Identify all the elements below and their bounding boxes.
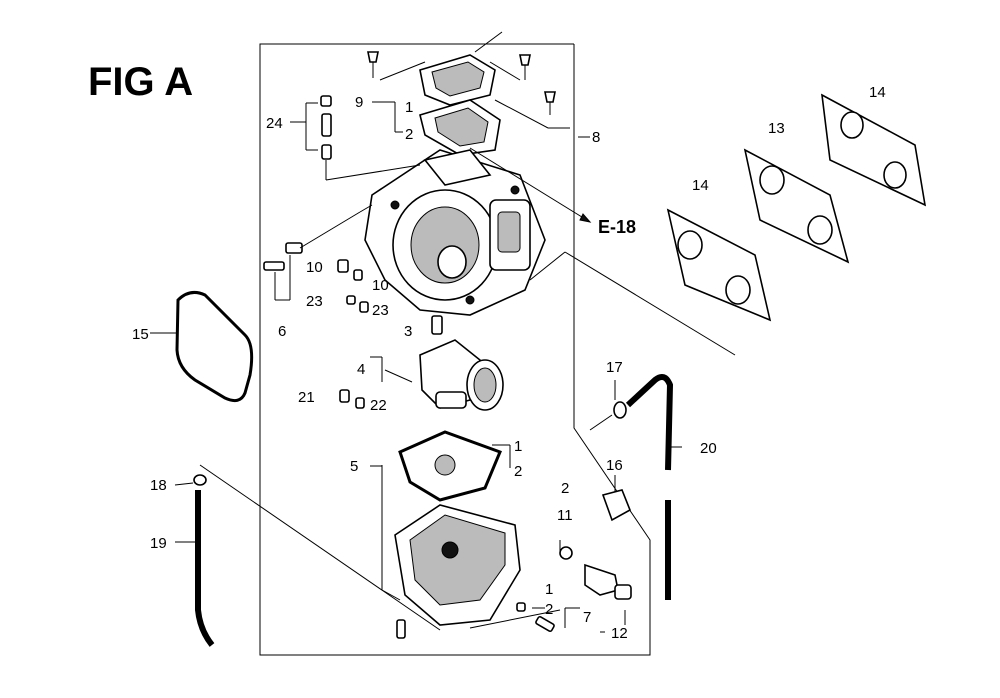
callout-12: 12	[611, 625, 628, 642]
top-cover-plate	[419, 54, 501, 156]
insulator-gasket-upper	[821, 93, 927, 207]
callout-1: 1	[514, 438, 522, 455]
callout-14: 14	[869, 84, 886, 101]
tube-clip	[613, 401, 627, 419]
float-assembly	[384, 339, 504, 411]
callouts: 9 1 2 8 24 10 10 23 23 6 3 4 21 22 15 5 …	[132, 84, 886, 642]
carburetor-body	[364, 149, 546, 316]
callout-10: 10	[372, 277, 389, 294]
drain-screw	[584, 563, 632, 600]
callout-18: 18	[150, 477, 167, 494]
callout-23: 23	[306, 293, 323, 310]
leader-lines	[150, 101, 682, 633]
callout-11: 11	[557, 507, 573, 524]
figure-title: FIG A	[88, 60, 193, 104]
callout-17: 17	[606, 359, 623, 376]
callout-7: 7	[583, 609, 591, 626]
float-bowl	[394, 504, 521, 639]
callout-2: 2	[545, 601, 553, 618]
callout-2: 2	[561, 480, 569, 497]
drain-tube	[195, 490, 215, 647]
callout-1: 1	[405, 99, 413, 116]
arrow-icon	[579, 213, 592, 223]
screw-21	[339, 389, 350, 403]
callout-6: 6	[278, 323, 286, 340]
callout-24: 24	[266, 115, 283, 132]
callout-19: 19	[150, 535, 167, 552]
needle-jet-parts	[320, 95, 332, 160]
callout-20: 20	[700, 440, 717, 457]
assembly-frame	[259, 43, 651, 656]
callout-10: 10	[306, 259, 323, 276]
drain-clip	[193, 474, 207, 486]
callout-1: 1	[545, 581, 553, 598]
callout-8: 8	[592, 129, 600, 146]
o-ring	[175, 290, 254, 403]
washer	[559, 546, 573, 560]
screw-parts	[263, 242, 369, 313]
insulator-gasket-lower	[666, 208, 772, 322]
insulator-plate	[743, 148, 850, 264]
reference-e18: E-18	[598, 217, 636, 237]
tube-clamp	[601, 489, 632, 522]
callout-13: 13	[768, 120, 785, 137]
callout-21: 21	[298, 389, 315, 406]
cover-screws	[367, 51, 556, 115]
screw-22	[355, 397, 365, 409]
callout-5: 5	[350, 458, 358, 475]
callout-2: 2	[514, 463, 522, 480]
air-screw	[535, 615, 555, 633]
callout-22: 22	[370, 397, 387, 414]
callout-2: 2	[405, 126, 413, 143]
callout-15: 15	[132, 326, 149, 343]
vent-tube	[625, 373, 674, 471]
callout-14: 14	[692, 177, 709, 194]
callout-9: 9	[355, 94, 363, 111]
callout-16: 16	[606, 457, 623, 474]
callout-4: 4	[357, 361, 365, 378]
callout-3: 3	[404, 323, 412, 340]
callout-23: 23	[372, 302, 389, 319]
float-bowl-gasket	[398, 430, 502, 502]
spring	[516, 602, 526, 612]
pilot-jet	[431, 315, 443, 335]
